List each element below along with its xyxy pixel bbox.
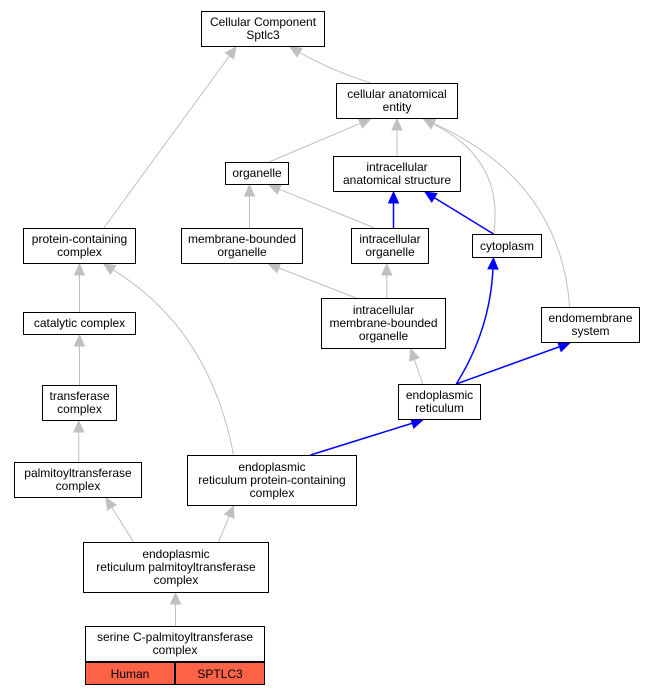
gene-tag[interactable]: SPTLC3 <box>175 662 265 685</box>
arrowhead <box>391 117 403 131</box>
arrowhead <box>73 333 86 347</box>
edge-is-a-protein-containing-complex-to-cellular-component <box>103 55 230 229</box>
node-cytoplasm[interactable]: cytoplasm <box>472 234 542 258</box>
arrowhead <box>423 191 438 203</box>
node-label-line: cellular anatomical <box>347 87 447 101</box>
node-label-line: membrane-bounded <box>187 232 297 246</box>
arrowhead <box>169 591 182 605</box>
arrowhead <box>224 46 237 60</box>
node-label-line: reticulum protein-containing <box>198 473 346 487</box>
node-label-line: Sptlc3 <box>246 28 280 42</box>
node-label-line: endoplasmic <box>142 547 210 561</box>
node-label-line: Cellular Component <box>209 15 317 29</box>
edge-part-of-endoplasmic-reticulum-to-endomembrane-system <box>455 346 560 385</box>
edge-is-a-organelle-to-cellular-anatomical-entity <box>268 122 361 163</box>
arrowhead <box>267 183 282 195</box>
edge-is-a-endomembrane-system-to-cellular-anatomical-entity <box>433 123 571 308</box>
node-label-line: entity <box>382 100 412 114</box>
arrowhead <box>73 262 86 276</box>
edge-is-a-cytoplasm-to-cellular-anatomical-entity <box>433 123 496 235</box>
arrowhead <box>380 262 393 276</box>
edge-is-a-intracellular-membrane-bounded-organelle-to-membrane-bounded-organelle <box>278 267 357 299</box>
arrowhead <box>288 46 303 58</box>
node-label-line: complex <box>57 402 102 416</box>
node-label-line: catalytic complex <box>33 316 126 330</box>
node-organelle[interactable]: organelle <box>225 162 289 185</box>
node-label-line: endoplasmic <box>238 460 306 474</box>
node-label-line: reticulum palmitoyltransferase <box>96 560 256 574</box>
node-label-line: complex <box>249 486 295 500</box>
arrowhead <box>102 263 117 275</box>
arrowhead <box>243 183 256 197</box>
arrowhead <box>556 341 571 353</box>
node-label-line: cytoplasm <box>479 238 535 253</box>
node-label-line: complex <box>152 643 198 657</box>
arrowhead <box>267 262 282 274</box>
edge-is-a-intracellular-organelle-to-organelle <box>278 188 375 229</box>
arrowhead <box>223 504 235 519</box>
arrowhead <box>105 496 117 511</box>
edge-part-of-er-protein-containing-complex-to-endoplasmic-reticulum <box>310 422 413 456</box>
node-label-line: intracellular <box>366 160 428 174</box>
node-label-line: endomembrane <box>548 311 633 325</box>
node-label-line: organelle <box>358 329 409 343</box>
edge-is-a-er-palmitoyltransferase-complex-to-palmitoyltransferase-complex <box>111 507 134 543</box>
node-label-line: endoplasmic <box>405 388 474 402</box>
node-label-line: intracellular <box>359 232 421 246</box>
edge-part-of-cytoplasm-to-intracellular-anatomical-structure <box>433 197 494 235</box>
node-label-line: serine C-palmitoyltransferase <box>96 630 254 644</box>
node-label-line: palmitoyltransferase <box>24 466 132 480</box>
node-label-line: reticulum <box>415 401 464 415</box>
edge-is-a-cellular-anatomical-entity-to-cellular-component <box>299 52 371 84</box>
edge-is-a-er-protein-containing-complex-to-protein-containing-complex <box>112 269 234 456</box>
node-catalytic-complex[interactable]: catalytic complex <box>23 312 136 335</box>
edge-is-a-endoplasmic-reticulum-to-intracellular-membrane-bounded-organelle <box>413 359 424 385</box>
species-tag[interactable]: Human <box>85 662 175 685</box>
node-label-line: organelle <box>365 245 415 259</box>
node-label-line: anatomical structure <box>342 173 452 187</box>
node-label-line: complex <box>55 479 101 493</box>
node-label-line: complex <box>57 245 102 259</box>
arrowhead <box>487 256 499 270</box>
arrowhead <box>409 347 420 362</box>
node-label-line: transferase <box>49 389 110 403</box>
node-label-line: intracellular <box>352 303 415 317</box>
node-label-line: organelle <box>217 245 267 259</box>
node-label-line: complex <box>153 573 199 587</box>
arrowhead <box>72 419 85 433</box>
node-label-line: organelle <box>232 166 282 180</box>
edge-is-a-er-palmitoyltransferase-complex-to-er-protein-containing-complex <box>218 515 230 543</box>
node-label-line: protein-containing <box>31 232 128 246</box>
arrowhead <box>387 190 400 204</box>
node-label-line: system <box>571 324 610 338</box>
arrowhead <box>357 118 372 129</box>
node-label-line: membrane-bounded <box>329 316 438 330</box>
edge-part-of-endoplasmic-reticulum-to-cytoplasm <box>455 268 494 385</box>
